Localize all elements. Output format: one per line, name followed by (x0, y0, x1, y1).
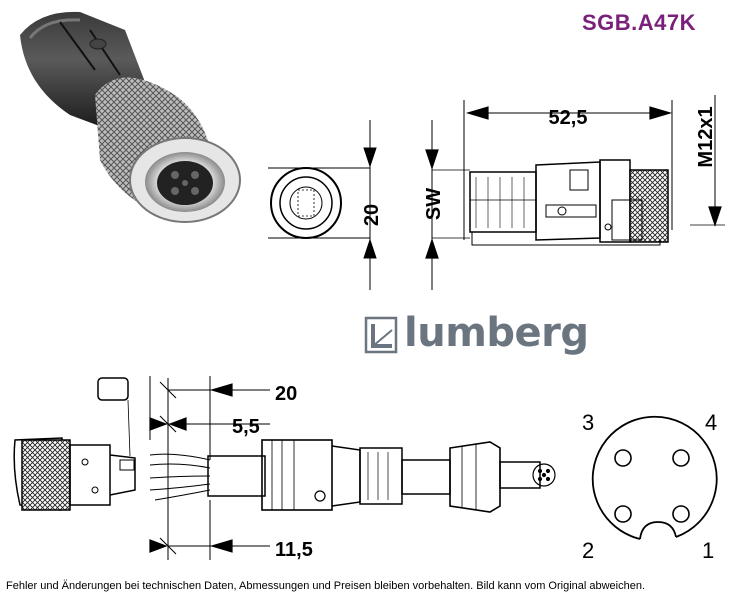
product-code: SGB.A47K (582, 10, 697, 35)
dim-wrench-size: SW (423, 188, 445, 220)
dim-length: 52,5 (549, 107, 588, 129)
side-view-drawing (425, 95, 725, 290)
pinout-diagram (591, 415, 718, 540)
pin-label-3: 3 (582, 410, 594, 435)
dim-sheath-length: 11,5 (275, 539, 313, 561)
connector-photo (20, 11, 241, 223)
assembly-drawing (13, 376, 556, 560)
dim-wire-length: 5,5 (232, 416, 260, 438)
dim-strip-length: 20 (275, 383, 297, 405)
pin-label-2: 2 (582, 538, 594, 563)
pin-label-4: 4 (705, 410, 717, 435)
lumberg-logo-icon (364, 316, 398, 354)
dim-thread: M12x1 (695, 106, 717, 167)
disclaimer-text: Fehler und Änderungen bei technischen Da… (6, 580, 646, 592)
pin-label-1: 1 (702, 538, 714, 563)
dim-diameter: 20 (361, 204, 383, 226)
brand-name: lumberg (404, 310, 589, 356)
front-view-drawing (268, 120, 377, 290)
